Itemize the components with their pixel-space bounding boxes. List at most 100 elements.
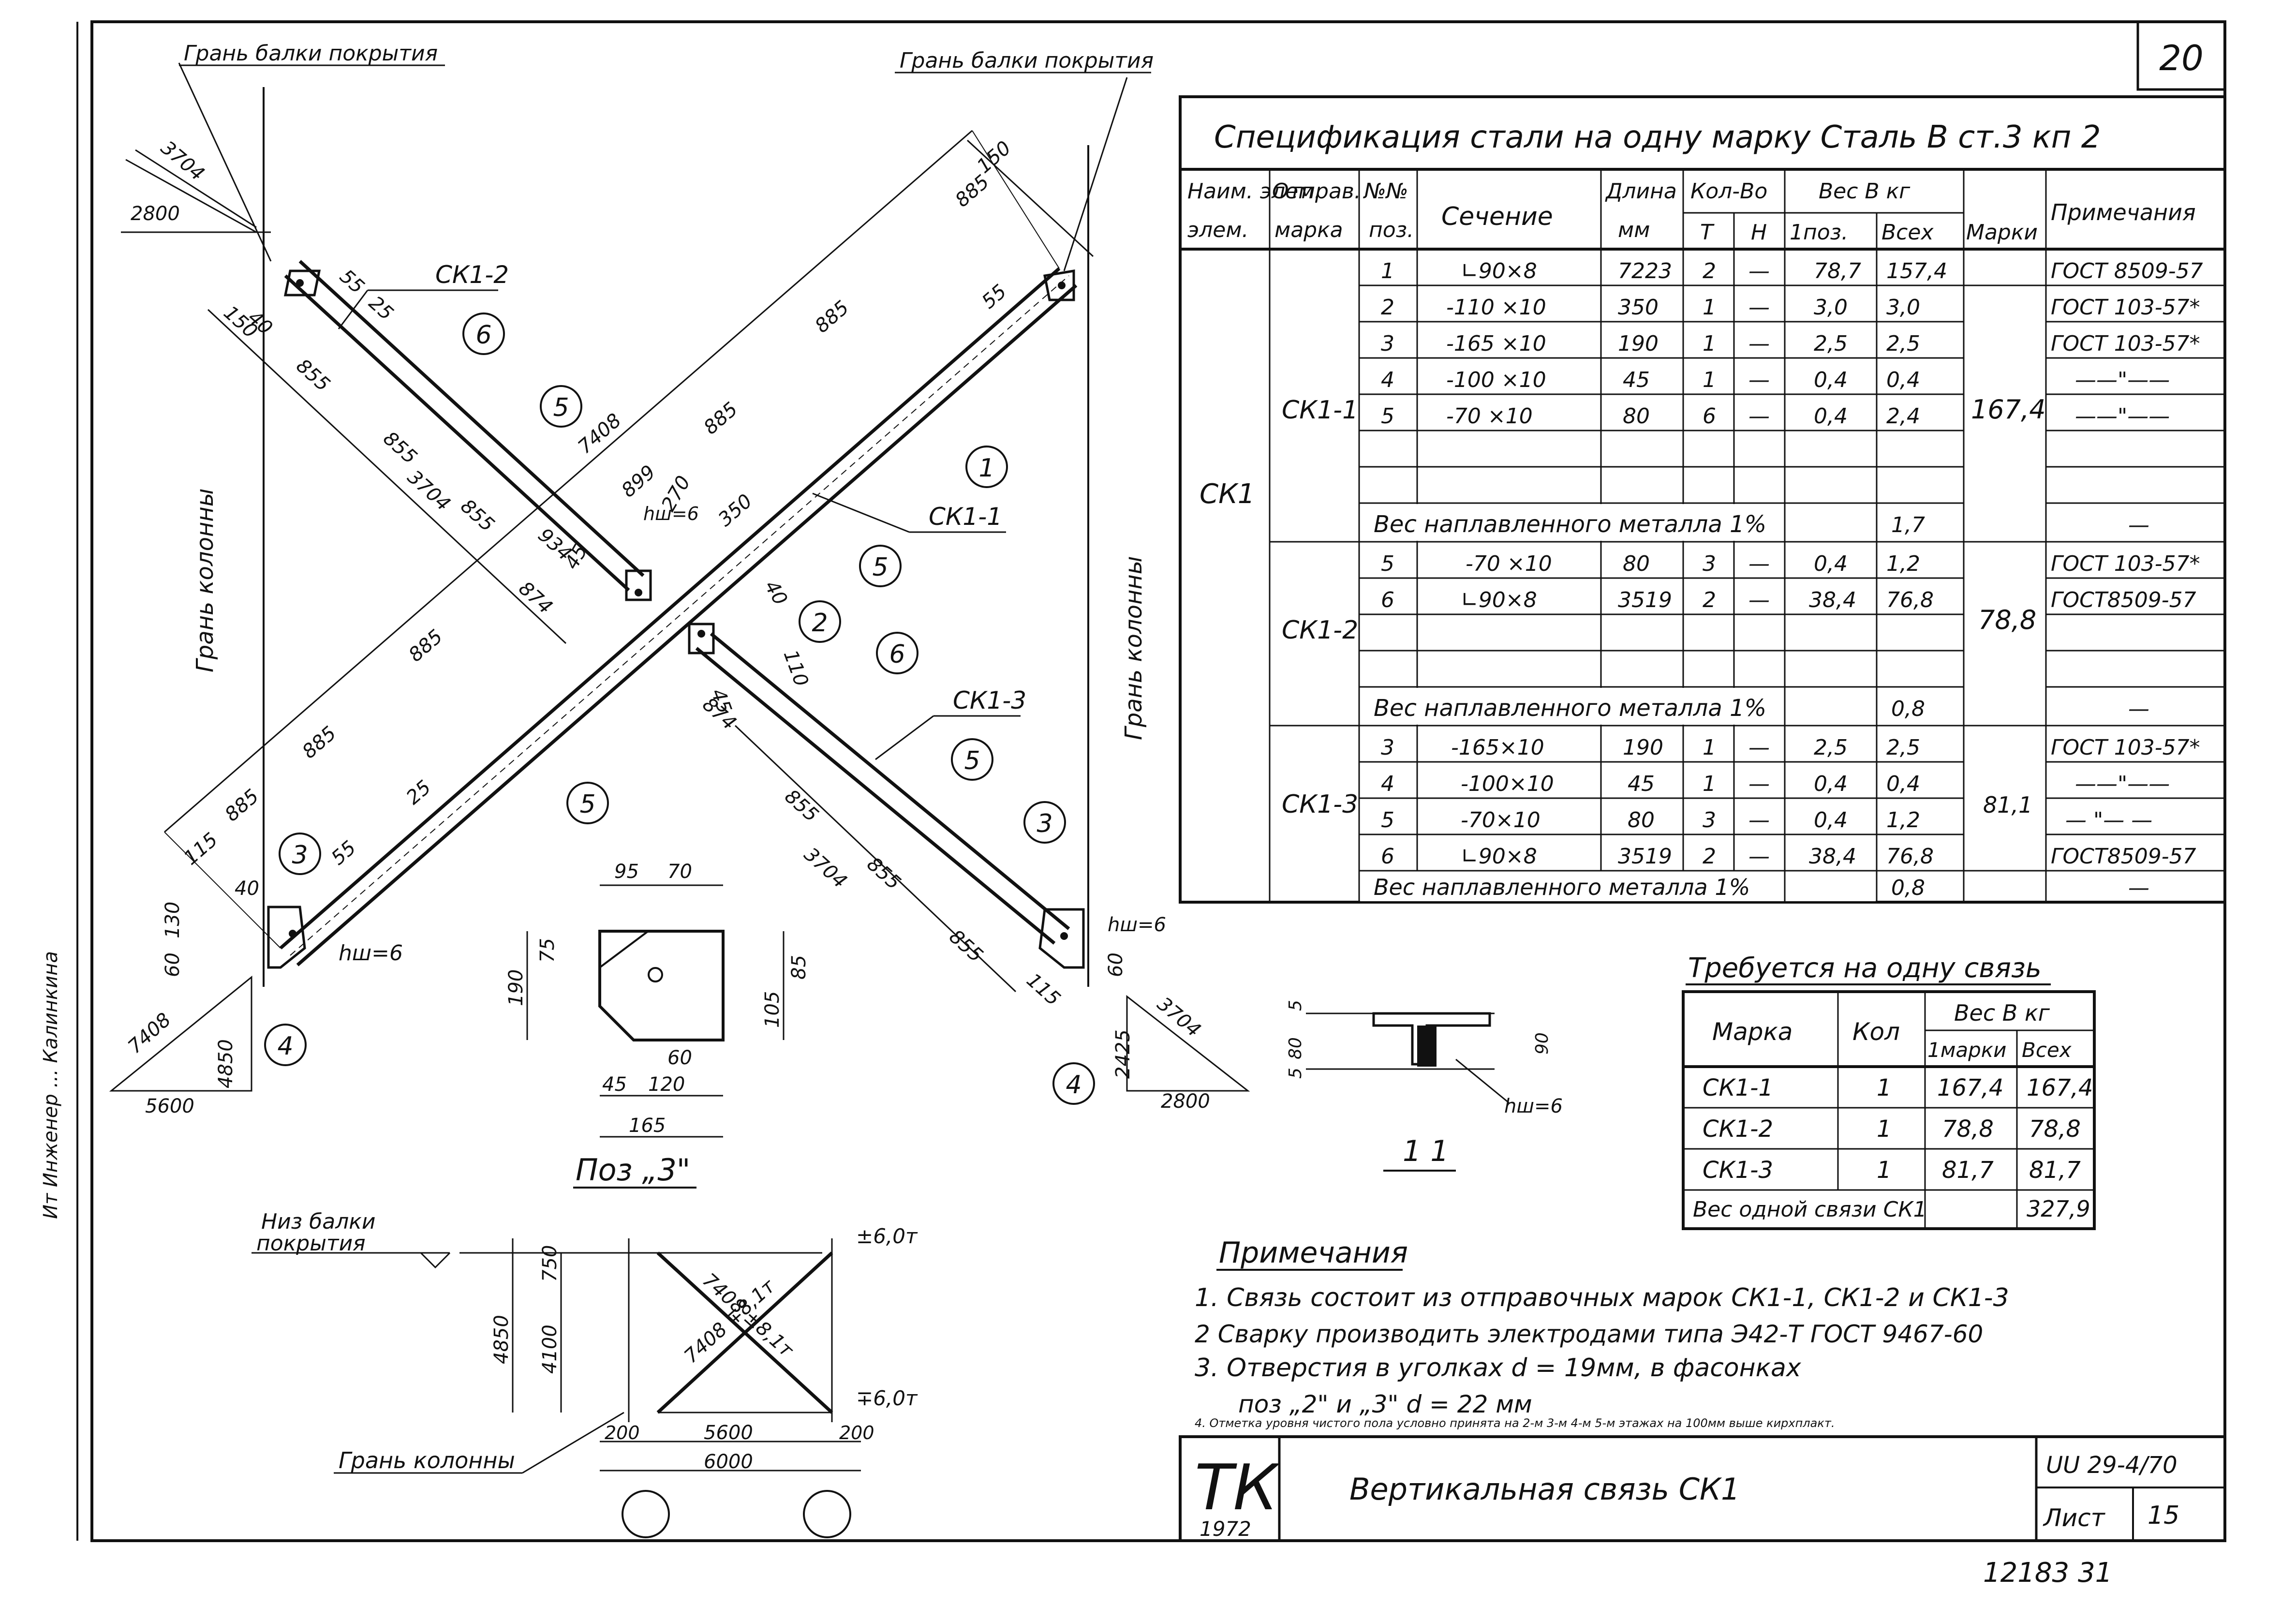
svg-text:81,1: 81,1 xyxy=(1983,792,2032,818)
notes: Примечания 1. Связь состоит из отправочн… xyxy=(1195,1236,2009,1430)
bolt-hole xyxy=(697,630,705,638)
svg-text:ГОСТ 103-57*: ГОСТ 103-57* xyxy=(2051,331,2200,356)
svg-text:6: 6 xyxy=(1703,404,1716,429)
svg-text:2: 2 xyxy=(1703,259,1716,283)
svg-text:Вес В кг: Вес В кг xyxy=(1819,179,1911,204)
svg-text:——"——: ——"—— xyxy=(2075,404,2170,429)
svg-text:190: 190 xyxy=(1623,735,1663,760)
svg-text:4850: 4850 xyxy=(215,1039,237,1088)
svg-text:4. Отметка уровня чистого пола: 4. Отметка уровня чистого пола условно п… xyxy=(1195,1416,1835,1430)
beam-face-left-label: Грань балки покрытия xyxy=(184,41,438,66)
svg-text:Н: Н xyxy=(1751,220,1767,245)
bolt-hole xyxy=(1058,282,1066,289)
callout-2: 2 xyxy=(799,600,841,643)
svg-text:∟90×8: ∟90×8 xyxy=(1461,259,1537,283)
callout-1: 1 xyxy=(965,446,1008,488)
scheme-column-face-label: Грань колонны xyxy=(339,1447,515,1473)
svg-text:2: 2 xyxy=(1703,844,1716,869)
svg-text:2,5: 2,5 xyxy=(1886,735,1920,760)
svg-text:2,5: 2,5 xyxy=(1886,331,1920,356)
svg-text:—: — xyxy=(1748,404,1770,429)
member-ck1-2-a xyxy=(284,274,630,592)
svg-text:2425: 2425 xyxy=(1112,1029,1134,1079)
svg-text:80: 80 xyxy=(1628,808,1655,833)
spec-element: СК1 xyxy=(1200,478,1255,510)
svg-text:3704: 3704 xyxy=(1153,993,1205,1041)
svg-text:45: 45 xyxy=(602,1073,627,1096)
svg-text:∓6,0т: ∓6,0т xyxy=(856,1386,918,1410)
svg-text:76,8: 76,8 xyxy=(1886,588,1934,612)
svg-text:5600: 5600 xyxy=(704,1422,753,1444)
svg-text:3. Отверстия в уголках d: 3. Отверстия в уголках d = 19мм, в фасон… xyxy=(1195,1353,1802,1383)
gusset-top-right xyxy=(1043,269,1075,301)
svg-text:СК1-1: СК1-1 xyxy=(1282,396,1358,425)
callout-3: 3 xyxy=(279,833,321,875)
svg-text:2800: 2800 xyxy=(131,203,180,225)
beam-face-right-leader xyxy=(1063,77,1128,271)
svg-text:∟90×8: ∟90×8 xyxy=(1461,844,1537,869)
page-number-box xyxy=(2136,20,2226,91)
svg-text:38,4: 38,4 xyxy=(1809,844,1856,869)
svg-text:105: 105 xyxy=(761,991,784,1028)
svg-text:25: 25 xyxy=(364,292,398,325)
beam-face-right-label: Грань балки покрытия xyxy=(900,48,1154,73)
svg-text:Наим. элем.: Наим. элем. xyxy=(1187,179,1321,204)
required-table: Требуется на одну связь Марка Кол Вес В … xyxy=(1682,952,2096,1230)
svg-text:81,7: 81,7 xyxy=(2029,1157,2081,1184)
svg-text:885: 885 xyxy=(811,297,853,338)
svg-text:6: 6 xyxy=(889,640,905,669)
pos3-plate xyxy=(598,930,725,1041)
svg-text:5: 5 xyxy=(872,553,888,582)
svg-text:4100: 4100 xyxy=(539,1324,561,1374)
svg-text:—: — xyxy=(1748,772,1770,796)
spec-title: Спецификация стали на одну марку Сталь В… xyxy=(1214,119,2101,155)
svg-text:Кол: Кол xyxy=(1852,1018,1900,1046)
svg-text:1: 1 xyxy=(1877,1074,1892,1101)
member-ck1-1-b xyxy=(296,284,1078,967)
svg-text:—: — xyxy=(1748,295,1770,320)
member-ck1-3-b xyxy=(710,632,1070,930)
svg-text:3: 3 xyxy=(1703,551,1716,576)
svg-text:элем.: элем. xyxy=(1187,218,1249,242)
svg-text:1. Связь состоит из отправ: 1. Связь состоит из отправочных марок СК… xyxy=(1195,1283,2009,1312)
sheet-code: UU 29-4/70 xyxy=(2046,1452,2177,1479)
svg-text:Длина: Длина xyxy=(1605,179,1677,204)
svg-text:200: 200 xyxy=(605,1422,640,1443)
svg-text:4850: 4850 xyxy=(490,1315,513,1364)
callout-6: 6 xyxy=(876,632,918,674)
svg-text:2: 2 xyxy=(812,609,828,638)
svg-text:3704: 3704 xyxy=(800,843,851,892)
svg-text:ГОСТ 103-57*: ГОСТ 103-57* xyxy=(2051,735,2200,760)
svg-text:-165 ×10: -165 ×10 xyxy=(1446,331,1546,356)
svg-text:0,8: 0,8 xyxy=(1891,697,1925,721)
svg-text:3: 3 xyxy=(1381,735,1394,760)
svg-text:80: 80 xyxy=(1623,551,1650,576)
svg-text:∟90×8: ∟90×8 xyxy=(1461,588,1537,612)
svg-text:—: — xyxy=(1748,844,1770,869)
svg-text:1поз.: 1поз. xyxy=(1790,220,1848,245)
svg-text:38,4: 38,4 xyxy=(1809,588,1856,612)
svg-text:110: 110 xyxy=(779,647,813,689)
required-title: Требуется на одну связь xyxy=(1688,952,2042,984)
svg-text:СК1-3: СК1-3 xyxy=(1703,1157,1773,1184)
svg-text:5: 5 xyxy=(1381,808,1394,833)
svg-text:750: 750 xyxy=(539,1245,561,1282)
svg-text:0,4: 0,4 xyxy=(1814,368,1848,392)
svg-text:—: — xyxy=(1748,551,1770,576)
svg-text:Вес одной связи СК1: Вес одной связи СК1 xyxy=(1693,1197,1927,1222)
svg-text:1: 1 xyxy=(1703,368,1716,392)
svg-text:Всех: Всех xyxy=(1881,220,1934,245)
svg-text:—: — xyxy=(2128,513,2149,537)
callout-5: 5 xyxy=(951,738,993,781)
svg-text:327,9: 327,9 xyxy=(2027,1196,2090,1222)
svg-text:1,7: 1,7 xyxy=(1891,513,1925,537)
column-face-left-label: Грань колонны xyxy=(192,488,219,672)
svg-text:5: 5 xyxy=(1286,1000,1305,1011)
svg-text:ГОСТ 103-57*: ГОСТ 103-57* xyxy=(2051,551,2200,576)
svg-text:80: 80 xyxy=(1623,404,1650,429)
svg-text:3519: 3519 xyxy=(1618,844,1672,869)
svg-text:Вес наплавленного металла: Вес наплавленного металла 1% xyxy=(1374,695,1766,722)
mark-ck1-3-label: СК1-3 xyxy=(953,686,1026,714)
svg-text:1: 1 xyxy=(1877,1157,1892,1184)
svg-text:Всех: Всех xyxy=(2022,1038,2072,1062)
